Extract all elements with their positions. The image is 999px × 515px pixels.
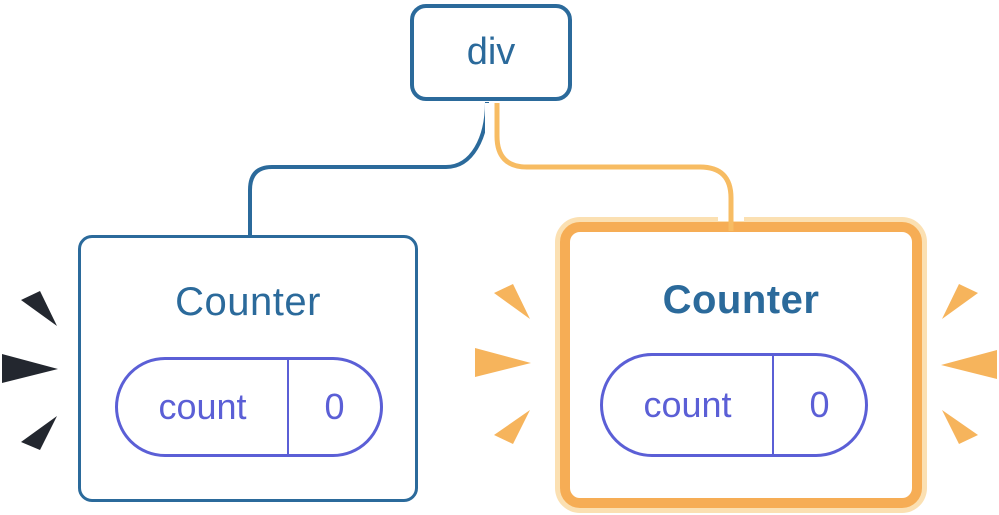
sparkle-ray-icon <box>941 350 997 379</box>
node-counter-left: Counter count 0 <box>78 235 418 502</box>
state-key: count <box>158 386 247 427</box>
sparkle-ray-icon <box>494 284 530 319</box>
sparkle-ray-icon <box>2 354 58 383</box>
sparkle-ray-icon <box>942 410 978 444</box>
pill-divider <box>287 360 289 454</box>
sparkle-ray-icon <box>21 416 57 450</box>
pill-divider <box>772 356 774 454</box>
counter-left-label: Counter <box>175 280 321 324</box>
state-key: count <box>643 384 732 425</box>
node-counter-right-highlighted: Counter count 0 <box>560 222 922 508</box>
sparkle-ray-icon <box>475 348 531 377</box>
state-pill-left: count 0 <box>115 357 383 457</box>
state-value: 0 <box>809 384 830 425</box>
sparkle-ray-icon <box>942 284 978 319</box>
node-div: div <box>410 4 572 101</box>
sparkle-ray-icon <box>21 291 57 326</box>
sparkle-ray-icon <box>494 410 530 444</box>
state-value: 0 <box>324 386 345 427</box>
state-pill-right: count 0 <box>600 353 868 457</box>
counter-right-label: Counter <box>662 278 820 322</box>
connector-left-line <box>248 101 489 238</box>
node-div-label: div <box>466 31 516 73</box>
connector-right-line <box>494 103 734 231</box>
connector-right-casing <box>485 103 744 221</box>
